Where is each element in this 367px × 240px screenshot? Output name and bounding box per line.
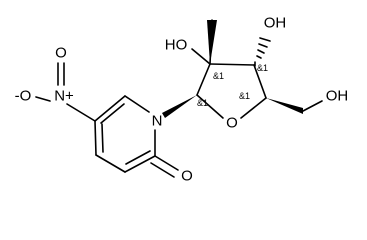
hydroxyl-c3-label: OH [264,15,287,32]
bond-nitro-n-o-minus [35,96,51,102]
bond-c3-c2-inner [125,150,151,165]
molecule-structure: O -O N+ N O O HO OH OH &1 &1 &1 &1 [15,15,349,185]
bond-c2-o-b [150,162,175,178]
hydroxyl-ch2-label: OH [326,88,349,105]
bond-c5-c4-inner [101,123,104,153]
stereo-c2-label: &1 [213,71,224,81]
bond-c3-c2 [124,155,156,173]
bond-n1-c6 [124,95,150,113]
bond-c4-o [240,97,267,119]
bond-c2-c3 [209,63,255,66]
wedge-c1-n1 [162,95,197,118]
bond-ch2-oh [302,100,323,112]
stereo-c4-label: &1 [239,91,250,101]
bond-c3-c4 [253,64,267,99]
bond-c1-c2 [196,63,211,96]
bond-c6-c5 [94,95,126,122]
wedge-c4-ch2 [266,98,303,114]
bond-c5-nitro-n [66,103,96,122]
bond-o-c1 [196,94,224,119]
stereo-c1-label: &1 [197,98,208,108]
bond-c6-c5-inner [100,103,125,124]
bond-c2-o-a [154,155,179,171]
nitro-nitrogen-label: N+ [54,88,74,105]
bond-c2-oh [191,48,211,65]
ring-oxygen-label: O [226,115,238,132]
bond-c4-c3 [95,154,126,173]
hashed-c3-oh [254,37,271,67]
ring-nitrogen-label: N [152,113,163,130]
nitro-oxygen-left-label: -O [15,88,32,105]
wedge-c2-methyl [207,20,217,64]
bond-c5-c4 [94,120,97,156]
nitro-oxygen-top-label: O [55,45,67,62]
stereo-c3-label: &1 [257,63,268,73]
hydroxyl-c2-label: HO [165,37,188,54]
pyridinone-ring [94,95,179,178]
nitro-group [35,62,96,122]
carbonyl-oxygen-label: O [181,168,193,185]
